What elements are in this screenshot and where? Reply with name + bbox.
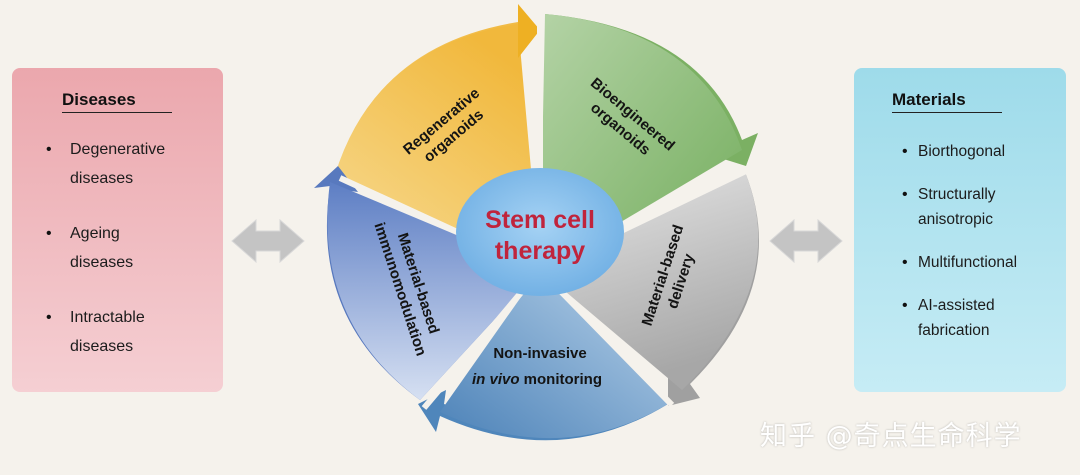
item-line2: fabrication bbox=[918, 322, 990, 339]
item-line2: diseases bbox=[70, 254, 134, 271]
label-line2-rest: monitoring bbox=[520, 371, 603, 388]
item-line1: AI-assisted bbox=[918, 297, 995, 314]
label-line2-italic: in vivo bbox=[472, 371, 520, 388]
center-title-line1: Stem cell bbox=[485, 206, 595, 234]
watermark: 知乎 @奇点生命科学 bbox=[760, 421, 1022, 452]
right-double-arrow bbox=[769, 218, 843, 264]
materials-title: Materials bbox=[892, 90, 1002, 113]
segment-monitoring bbox=[418, 270, 668, 441]
segment-immuno bbox=[314, 166, 540, 400]
list-item: Multifunctional bbox=[884, 250, 1036, 275]
item-line2: diseases bbox=[70, 338, 134, 355]
list-item: Biorthogonal bbox=[884, 139, 1036, 164]
item-line1: Degenerative bbox=[70, 141, 166, 158]
list-item: Degenerative diseases bbox=[42, 135, 193, 193]
diseases-panel: Diseases Degenerative diseases Ageing di… bbox=[12, 68, 223, 392]
item-line1: Multifunctional bbox=[918, 254, 1018, 271]
label-line1: Non-invasive bbox=[493, 345, 586, 362]
item-line1: Ageing bbox=[70, 225, 120, 242]
diseases-title: Diseases bbox=[62, 90, 172, 113]
center-ellipse bbox=[456, 168, 624, 296]
item-line2: anisotropic bbox=[918, 211, 993, 228]
label-monitoring: Non-invasive in vivo monitoring bbox=[472, 345, 602, 388]
item-line1: Biorthogonal bbox=[918, 143, 1006, 160]
materials-list: Biorthogonal Structurally anisotropic Mu… bbox=[884, 139, 1036, 343]
materials-panel: Materials Biorthogonal Structurally anis… bbox=[854, 68, 1066, 392]
center-title-line2: therapy bbox=[495, 237, 585, 265]
left-double-arrow bbox=[231, 218, 305, 264]
list-item: Intractable diseases bbox=[42, 303, 193, 361]
label-line2: in vivo monitoring bbox=[472, 371, 602, 388]
list-item: Structurally anisotropic bbox=[884, 182, 1036, 232]
item-line1: Intractable bbox=[70, 309, 145, 326]
diseases-list: Degenerative diseases Ageing diseases In… bbox=[42, 135, 193, 361]
item-line2: diseases bbox=[70, 170, 134, 187]
item-line1: Structurally bbox=[918, 186, 996, 203]
list-item: Ageing diseases bbox=[42, 219, 193, 277]
list-item: AI-assisted fabrication bbox=[884, 293, 1036, 343]
